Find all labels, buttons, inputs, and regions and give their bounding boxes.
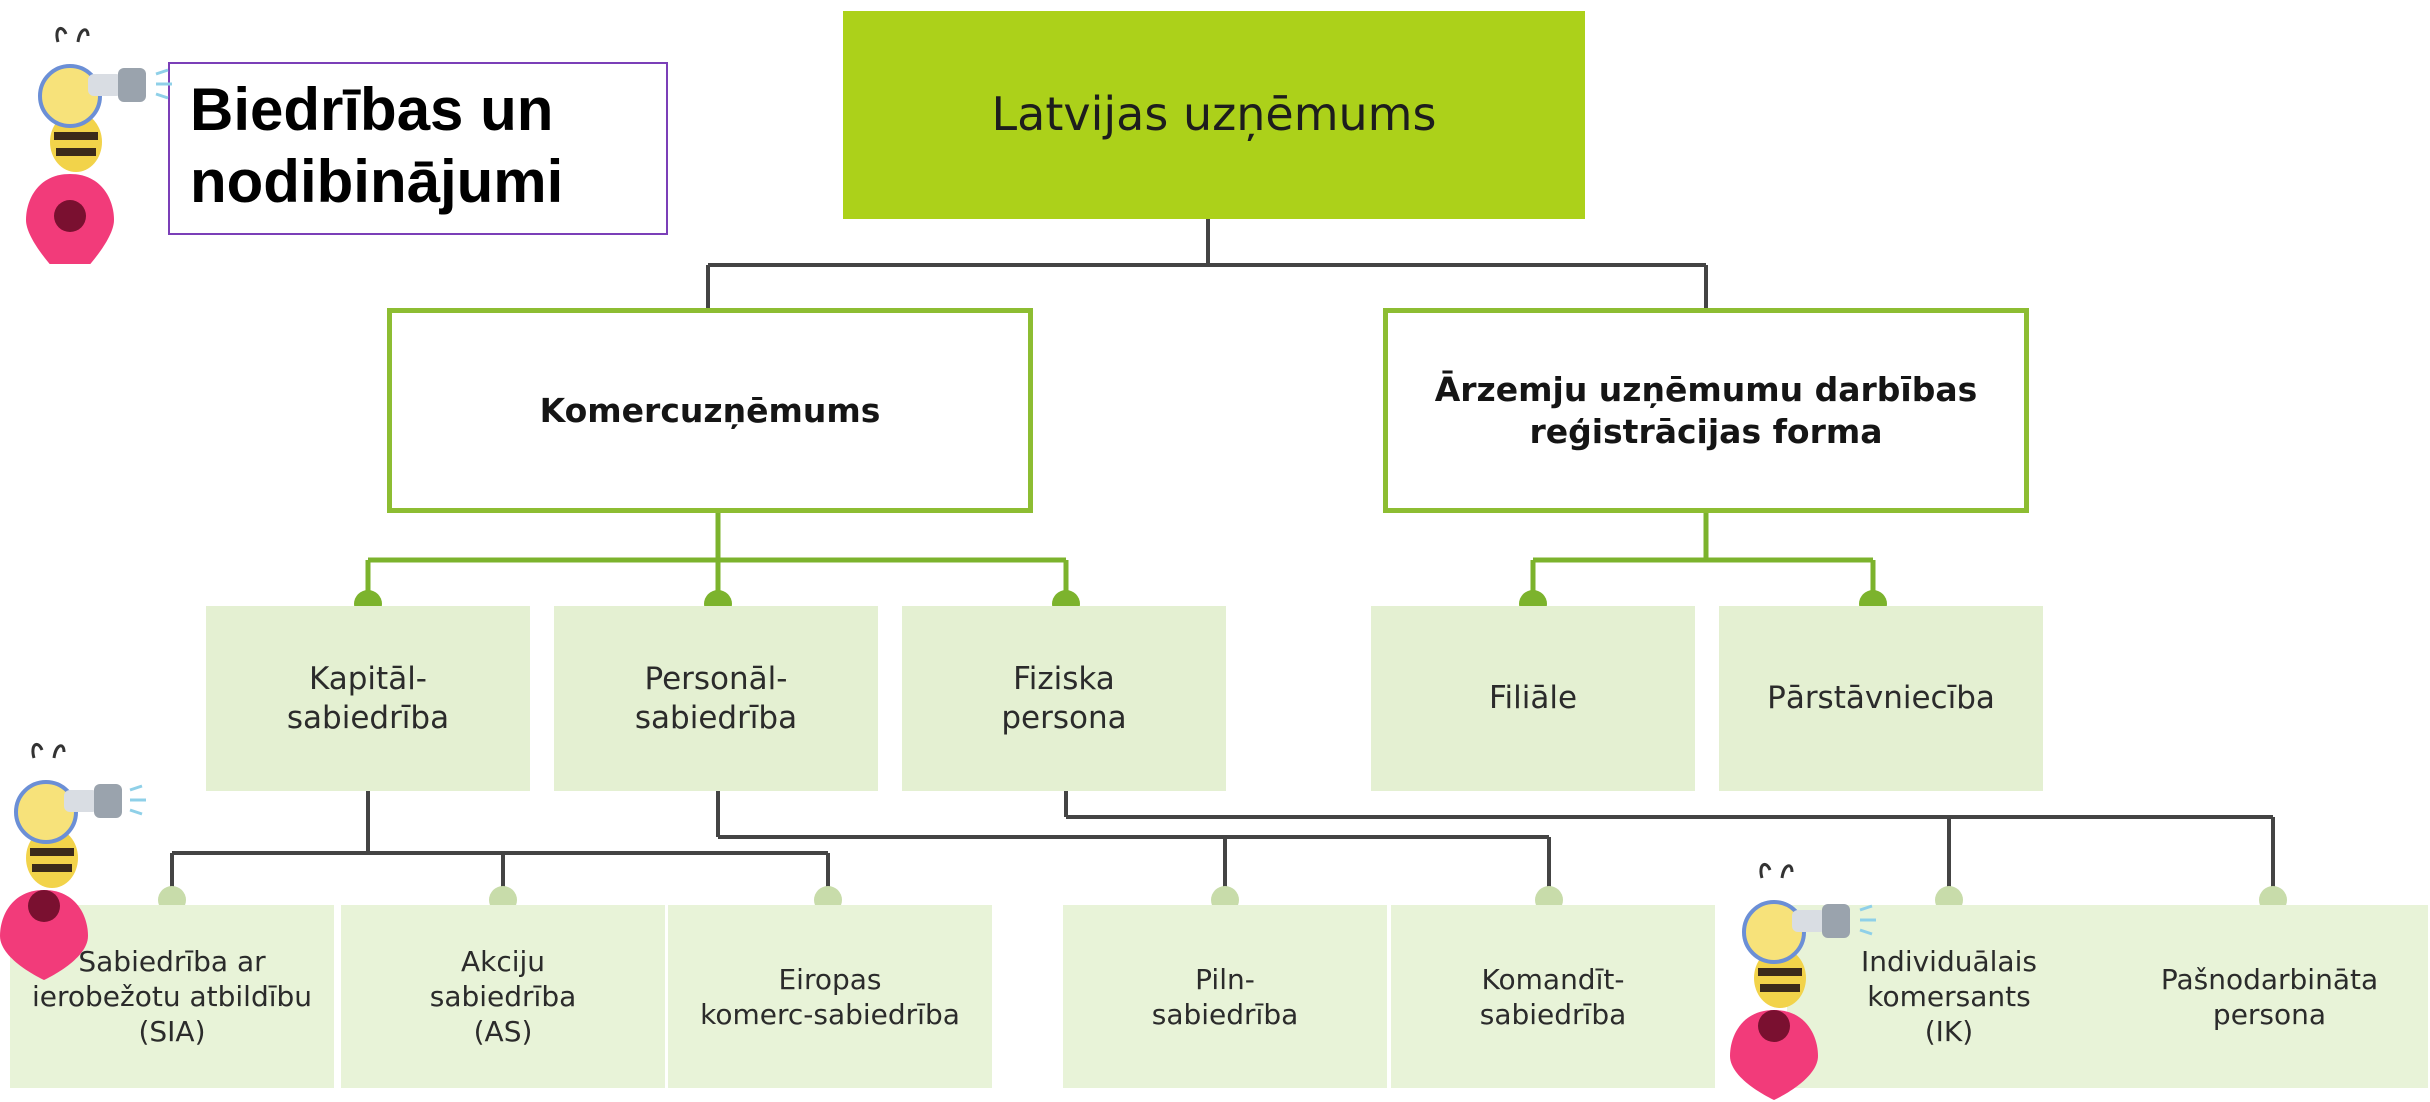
node-komandit-sabiedriba: Komandīt- sabiedrība	[1391, 905, 1715, 1088]
node-latvijas-uznemums: Latvijas uzņēmums	[843, 11, 1585, 219]
node-parstavnieciba: Pārstāvniecība	[1719, 606, 2043, 791]
node-fiziska-persona: Fiziska persona	[902, 606, 1226, 791]
map-pin-icon	[26, 174, 114, 264]
bee-binoculars-icon	[1730, 862, 1876, 1100]
map-pin-icon	[1730, 1010, 1818, 1100]
node-arzemju-uznemumu-forma: Ārzemju uzņēmumu darbības reģistrācijas …	[1383, 308, 2029, 513]
node-piln-sabiedriba: Piln- sabiedrība	[1063, 905, 1387, 1088]
node-personal-sabiedriba: Personāl- sabiedrība	[554, 606, 878, 791]
node-filiale: Filiāle	[1371, 606, 1695, 791]
page-title: Biedrības un nodibinājumi	[168, 62, 668, 235]
map-pin-icon	[0, 890, 88, 980]
bee-binoculars-icon	[26, 26, 172, 264]
node-pasnodarbinata-persona: Pašnodarbināta persona	[2111, 905, 2428, 1088]
node-komercuznemums: Komercuzņēmums	[387, 308, 1033, 513]
node-eiropas-komerc-sabiedriba: Eiropas komerc-sabiedrība	[668, 905, 992, 1088]
node-kapital-sabiedriba: Kapitāl- sabiedrība	[206, 606, 530, 791]
node-as: Akciju sabiedrība (AS)	[341, 905, 665, 1088]
bee-binoculars-icon	[0, 742, 146, 980]
